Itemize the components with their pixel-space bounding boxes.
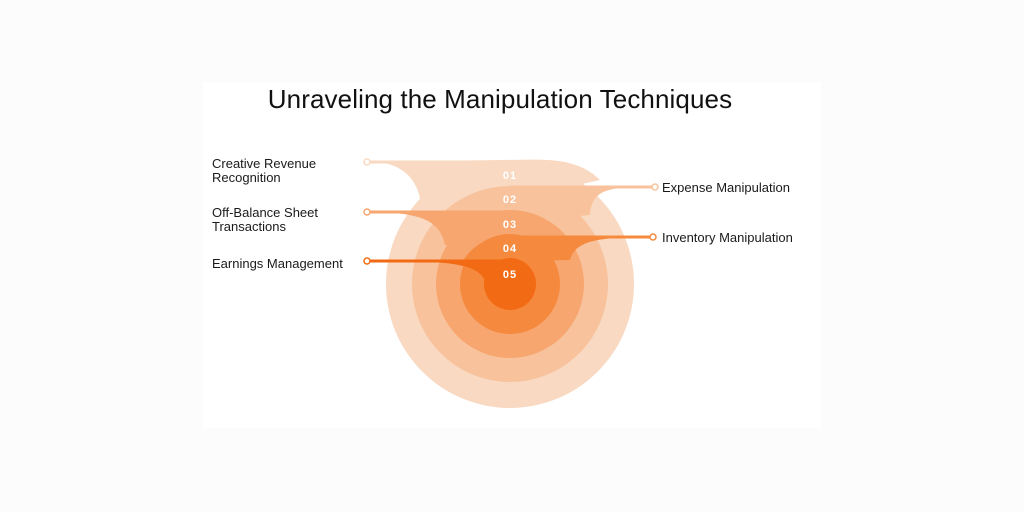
label-expense-manipulation: Expense Manipulation	[662, 180, 790, 195]
connector-dot-03	[363, 208, 371, 216]
layer-number-04: 04	[503, 243, 517, 255]
layer-number-05: 05	[503, 269, 517, 281]
connector-dot-04	[649, 233, 657, 241]
label-inventory-manipulation: Inventory Manipulation	[662, 230, 793, 245]
layer-05	[363, 257, 536, 310]
layer-number-02: 02	[503, 194, 517, 206]
connector-dot-01	[363, 158, 371, 166]
label-earnings-management: Earnings Management	[212, 256, 343, 271]
connector-dot-05	[363, 257, 371, 265]
page-title: Unraveling the Manipulation Techniques	[267, 84, 733, 114]
label-off-balance-sheet-transactions: Off-Balance Sheet Transactions	[212, 205, 318, 234]
connector-dot-02	[651, 183, 659, 191]
label-creative-revenue-recognition: Creative Revenue Recognition	[212, 156, 317, 185]
layer-number-01: 01	[503, 170, 517, 182]
layer-number-03: 03	[503, 219, 517, 231]
